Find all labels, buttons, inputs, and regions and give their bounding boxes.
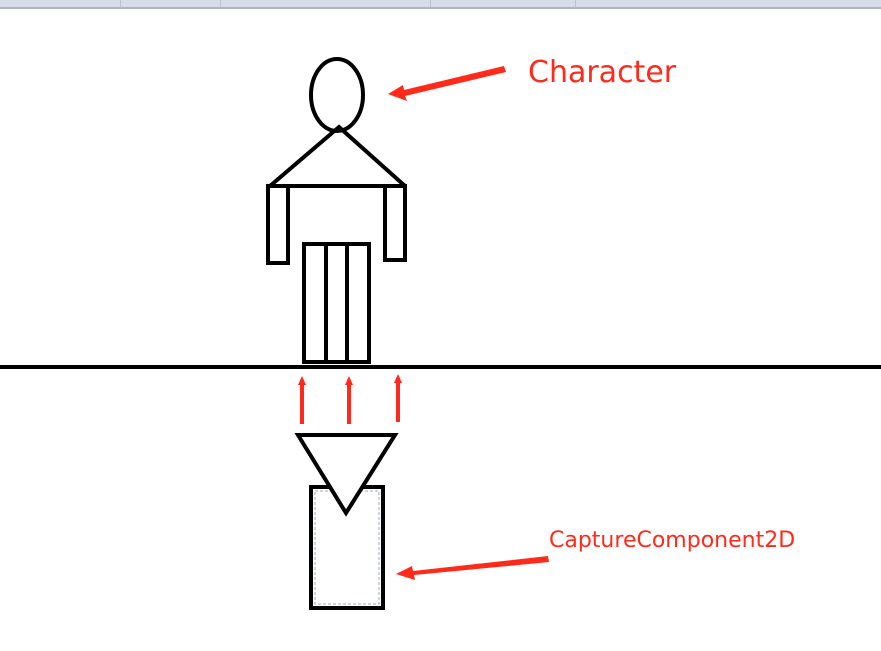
toolbar-separator bbox=[430, 0, 431, 7]
toolbar-separator bbox=[575, 0, 576, 7]
character-right-leg bbox=[345, 242, 371, 364]
character-head bbox=[309, 57, 365, 133]
character-left-leg bbox=[302, 242, 328, 364]
toolbar-separator bbox=[120, 0, 121, 7]
character-left-arm bbox=[266, 184, 290, 265]
capture-frustum-triangle bbox=[294, 433, 399, 517]
character-right-arm bbox=[383, 184, 407, 262]
capture-component-2d bbox=[294, 433, 399, 610]
toolbar-separator bbox=[220, 0, 221, 7]
capture-direction-arrows bbox=[298, 374, 402, 424]
capture-component-callout-arrow bbox=[396, 556, 549, 580]
capture-component-label: CaptureComponent2D bbox=[549, 528, 795, 553]
character-middle-leg bbox=[324, 242, 349, 364]
character-shoulders bbox=[268, 124, 407, 188]
character-label: Character bbox=[528, 55, 677, 90]
window-top-strip bbox=[0, 0, 881, 9]
character-figure bbox=[266, 57, 407, 364]
character-callout-arrow bbox=[388, 66, 506, 101]
